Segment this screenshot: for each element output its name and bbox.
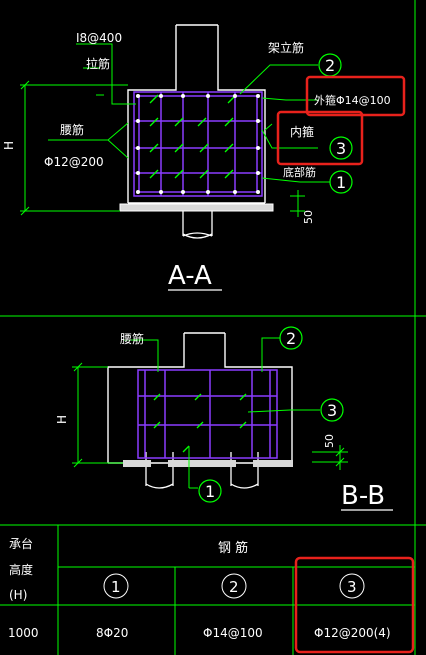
section-bb-drawing bbox=[72, 326, 393, 511]
aa-dim-50: 50 bbox=[302, 210, 315, 224]
aa-frame-annotation: 架立筋 bbox=[268, 40, 304, 55]
table-col-num-1: 1 bbox=[111, 578, 121, 596]
bb-callout-1: 1 bbox=[205, 482, 215, 501]
aa-bottom-bar-annotation: 底部筋 bbox=[283, 165, 316, 179]
aa-top-annotation: Ⅰ8@400 bbox=[76, 31, 122, 45]
bb-section-label: B-B bbox=[341, 481, 385, 511]
bb-callout-2: 2 bbox=[286, 329, 296, 348]
table-cell-height: 1000 bbox=[8, 626, 39, 640]
aa-callout-2: 2 bbox=[325, 56, 335, 75]
table-cell-rebar-2: Φ14@100 bbox=[203, 626, 263, 640]
aa-waist-spec: Φ12@200 bbox=[44, 155, 104, 169]
aa-waist-annotation: 腰筋 bbox=[60, 122, 84, 137]
sheet-frame bbox=[0, 0, 426, 526]
aa-callout-1: 1 bbox=[336, 173, 346, 192]
aa-outer-hoop-annotation: 外箍Φ14@100 bbox=[314, 93, 391, 107]
rebar-table-grid bbox=[0, 525, 416, 655]
table-header-left-3: (H) bbox=[9, 588, 27, 602]
aa-dim-h: H bbox=[2, 141, 16, 150]
table-header-left-2: 高度 bbox=[9, 562, 33, 577]
bb-dim-h: H bbox=[55, 415, 69, 424]
section-aa-drawing bbox=[20, 24, 353, 291]
aa-tie-annotation: 拉筋 bbox=[86, 56, 110, 71]
table-col-num-2: 2 bbox=[229, 578, 239, 596]
highlight-outer-hoop bbox=[305, 75, 406, 117]
bb-callout-3: 3 bbox=[327, 401, 337, 420]
table-header-rebar: 钢 筋 bbox=[218, 540, 248, 556]
aa-section-label: A-A bbox=[168, 261, 212, 291]
aa-callout-3: 3 bbox=[336, 139, 346, 158]
highlight-table-col-3 bbox=[294, 556, 415, 654]
table-header-left-1: 承台 bbox=[9, 536, 33, 551]
aa-inner-hoop-annotation: 内箍 bbox=[290, 124, 314, 139]
table-cell-rebar-1: 8Φ20 bbox=[96, 626, 128, 640]
table-col-num-3: 3 bbox=[347, 578, 357, 596]
bb-dim-50: 50 bbox=[323, 434, 336, 448]
highlight-inner-hoop bbox=[276, 110, 364, 166]
table-cell-rebar-3: Φ12@200(4) bbox=[314, 626, 391, 640]
bb-waist-annotation: 腰筋 bbox=[120, 331, 144, 346]
